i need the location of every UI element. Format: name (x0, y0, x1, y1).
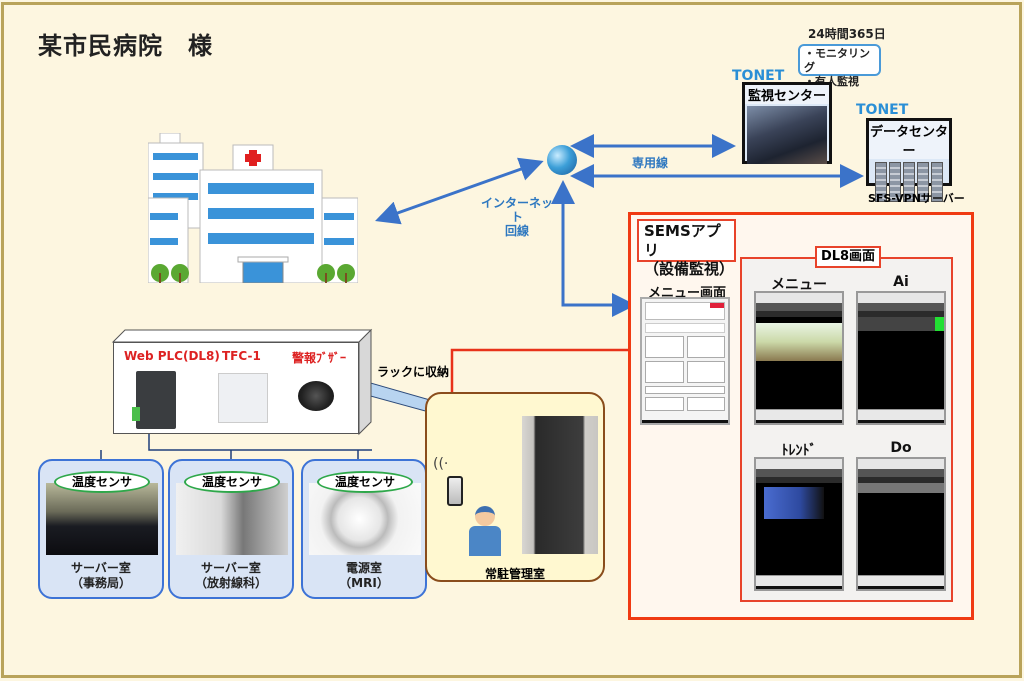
device-rack-box: Web PLC(DL8) TFC-1 警報ﾌﾞｻﾞｰ (113, 342, 359, 434)
buzzer-label: 警報ﾌﾞｻﾞｰ (292, 351, 347, 365)
screen-preview-ai[interactable] (856, 291, 946, 425)
sensor-card: 温度センサ サーバー室（事務局） (38, 459, 164, 599)
tfc-label: TFC-1 (222, 349, 261, 363)
alarm-buzzer-icon (298, 381, 334, 411)
screen-title-menu: メニュー (771, 277, 827, 293)
screen-preview-menu[interactable] (754, 291, 844, 425)
data-center-caption: SFS-VPNサーバー (868, 192, 965, 205)
tonet-logo: TONET (856, 102, 909, 118)
monitor-center-box: 監視センター (742, 82, 832, 164)
mri-room-photo (309, 483, 421, 555)
data-center-box: データセンター (866, 118, 952, 202)
dedicated-line-label: 専用線 (632, 156, 669, 170)
screen-title-do: Do (890, 440, 912, 456)
screen-preview-do[interactable] (856, 457, 946, 591)
hospital-building-icon (147, 132, 359, 284)
tfc-device-icon (218, 373, 268, 423)
sems-app-title: SEMSアプリ （設備監視） (637, 219, 736, 278)
monitoring-hours: 24時間365日 (808, 27, 886, 41)
dl8-screens-label: DL8画面 (815, 246, 881, 268)
page-title: 某市民病院 様 (38, 32, 213, 60)
screen-preview-trend[interactable] (754, 457, 844, 591)
temperature-sensor-badge: 温度センサ (54, 471, 150, 493)
screen-title-trend: ﾄﾚﾝﾄﾞ (781, 443, 817, 459)
internet-globe-icon (547, 145, 577, 175)
screen-title-ai: Ai (893, 274, 909, 290)
sensor-card: 温度センサ サーバー室（放射線科） (168, 459, 294, 599)
wifi-icon: ((· (433, 456, 449, 472)
control-panel-photo (522, 416, 598, 554)
app-header (645, 302, 725, 320)
sensor-card: 温度センサ 電源室（MRI） (301, 459, 427, 599)
menu-screen-preview[interactable] (640, 297, 730, 425)
server-room-photo (176, 483, 288, 555)
management-room-box: ((· (425, 392, 605, 582)
plc-device-icon (132, 371, 176, 429)
data-center-label: データセンター (869, 121, 949, 159)
temperature-sensor-badge: 温度センサ (317, 471, 413, 493)
monitor-room-photo (747, 106, 827, 164)
internet-line-label: インターネット 回線 (480, 196, 553, 238)
management-room-label: 常駐管理室 (485, 567, 546, 581)
monitor-center-label: 監視センター (745, 85, 829, 104)
smartphone-icon (447, 476, 463, 506)
rack-storage-label: ラックに収納 (377, 365, 450, 379)
hospital-photo (756, 323, 842, 361)
server-room-photo (46, 483, 158, 555)
trend-graph (764, 487, 824, 519)
staff-worker-icon (465, 506, 505, 558)
server-racks-icon (869, 159, 949, 205)
plc-label: Web PLC(DL8) (124, 349, 220, 363)
monitoring-note: ・モニタリング ・有人監視 (798, 44, 881, 88)
tonet-logo: TONET (732, 68, 785, 84)
temperature-sensor-badge: 温度センサ (184, 471, 280, 493)
